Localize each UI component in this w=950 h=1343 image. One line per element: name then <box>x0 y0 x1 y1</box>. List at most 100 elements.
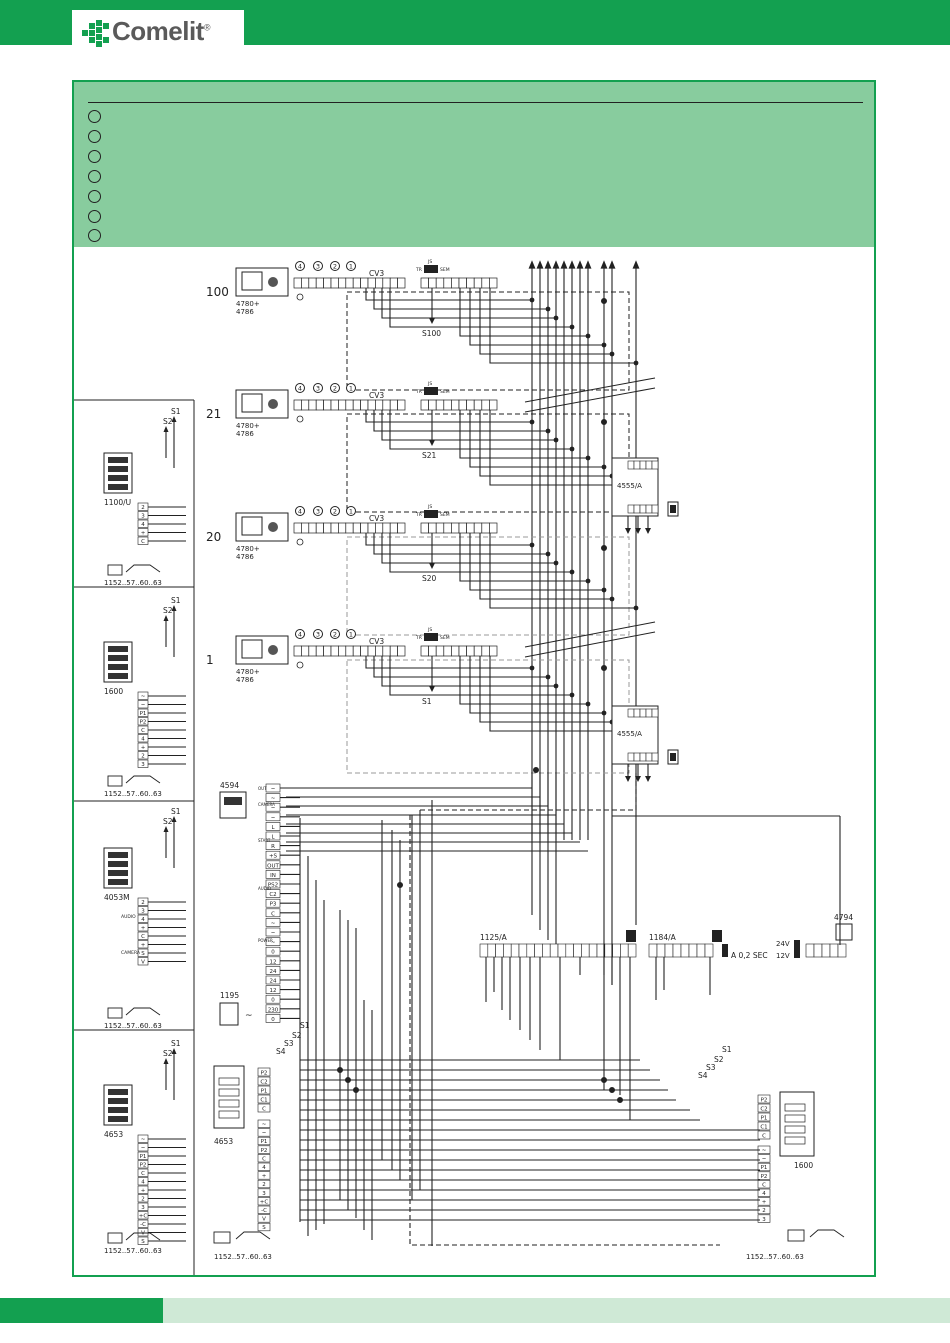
terminal <box>503 943 512 958</box>
terminal-label: PS2 <box>268 883 278 889</box>
terminal <box>557 943 567 958</box>
arrow-icon <box>171 1048 177 1054</box>
circled-number: 2 <box>333 263 337 271</box>
legend-rule <box>88 102 863 103</box>
terminal-label: 3 <box>141 1205 145 1211</box>
brand-name: Comelit® <box>112 16 210 46</box>
module-1184: 1184/A <box>649 933 677 942</box>
terminal <box>352 399 361 411</box>
terminal-label: P2 <box>261 1071 268 1077</box>
terminal-label: 2 <box>141 1197 145 1203</box>
voltage-jumper-icon <box>794 940 800 958</box>
terminal <box>443 522 452 534</box>
circled-number: 1 <box>349 263 353 271</box>
terminal <box>360 399 369 411</box>
arrow-icon <box>163 1058 169 1064</box>
terminal <box>481 522 490 534</box>
distributor-model: 4555/A <box>617 482 642 490</box>
junction-dot <box>600 298 607 305</box>
terminal-label: P1 <box>261 1139 268 1145</box>
terminal-label: ~ <box>762 1148 767 1154</box>
terminal-label: 4 <box>141 737 145 743</box>
terminal <box>645 752 653 762</box>
terminal-label: P3 <box>270 902 277 908</box>
terminal <box>257 1154 271 1163</box>
arrow-icon <box>429 563 435 569</box>
terminal-label: 24 <box>270 979 277 985</box>
panel-key <box>108 870 128 876</box>
terminal <box>757 1188 771 1197</box>
sem-label: SEM <box>440 389 450 395</box>
terminal-label: 3 <box>141 514 145 520</box>
voltage-24: 24V <box>776 940 790 948</box>
legend-circle-icon <box>88 229 101 242</box>
terminal <box>526 943 535 958</box>
terminal <box>458 277 467 289</box>
terminal-label: +S <box>269 854 278 860</box>
terminal <box>757 1197 771 1206</box>
terminal-label: ~ <box>271 921 276 927</box>
junction-dot <box>529 297 535 303</box>
terminal <box>757 1121 771 1131</box>
wire <box>365 288 532 301</box>
terminal <box>397 645 406 657</box>
terminal <box>338 277 347 289</box>
terminal <box>257 1067 271 1077</box>
terminal <box>837 943 847 958</box>
distributor-1: 4555/A <box>611 457 679 534</box>
terminal <box>323 277 332 289</box>
terminal-label: +C <box>260 1199 269 1205</box>
terminal <box>473 522 483 534</box>
terminal-label: 2 <box>141 505 145 511</box>
terminal <box>257 1136 271 1146</box>
terminal-label: C <box>141 934 145 940</box>
legend-circle-icon <box>88 150 101 163</box>
panel-key <box>108 484 128 490</box>
wire <box>489 533 636 609</box>
terminal <box>466 645 475 657</box>
tr-label: TR <box>415 635 422 641</box>
circled-number-icon <box>295 629 305 639</box>
junction-dot <box>600 1076 607 1083</box>
terminal <box>389 399 398 411</box>
terminal <box>293 277 302 289</box>
terminal-label: P1 <box>761 1116 768 1122</box>
terminal <box>435 399 445 411</box>
terminal <box>458 645 467 657</box>
terminal-label: C <box>141 539 145 545</box>
terminal <box>805 943 815 958</box>
terminal <box>645 504 653 514</box>
terminal-label: 4 <box>762 1191 766 1197</box>
circled-number: 4 <box>298 508 302 516</box>
terminal <box>645 460 653 470</box>
jumper-icon <box>424 510 438 518</box>
terminal <box>481 277 490 289</box>
junction-dot <box>397 881 404 888</box>
terminal <box>518 943 528 958</box>
wire <box>469 288 604 346</box>
switch-label: S21 <box>422 451 437 460</box>
central-model: 4594 <box>220 781 239 790</box>
terminal-label: P2 <box>761 1174 768 1180</box>
junction-dot <box>633 360 639 366</box>
junction-dot <box>545 674 551 680</box>
s3-label: S3 <box>284 1039 294 1048</box>
terminal <box>639 504 647 514</box>
wire <box>373 656 548 678</box>
junction-dot <box>569 692 575 698</box>
terminal-label: 3 <box>262 1191 266 1197</box>
circled-number-icon <box>346 261 356 271</box>
terminal <box>757 1162 771 1172</box>
circled-number-icon <box>295 261 305 271</box>
terminal-label: P2 <box>261 1148 268 1154</box>
brand-logo: Comelit® <box>72 10 244 56</box>
panel-key <box>108 655 128 661</box>
terminal <box>481 399 490 411</box>
junction-dot <box>601 342 607 348</box>
circled-number: 4 <box>298 263 302 271</box>
arrow-icon <box>568 260 576 269</box>
arrow-icon <box>600 260 608 269</box>
cable-label: 1152..57..60..63 <box>104 579 162 587</box>
junction-dot <box>545 306 551 312</box>
